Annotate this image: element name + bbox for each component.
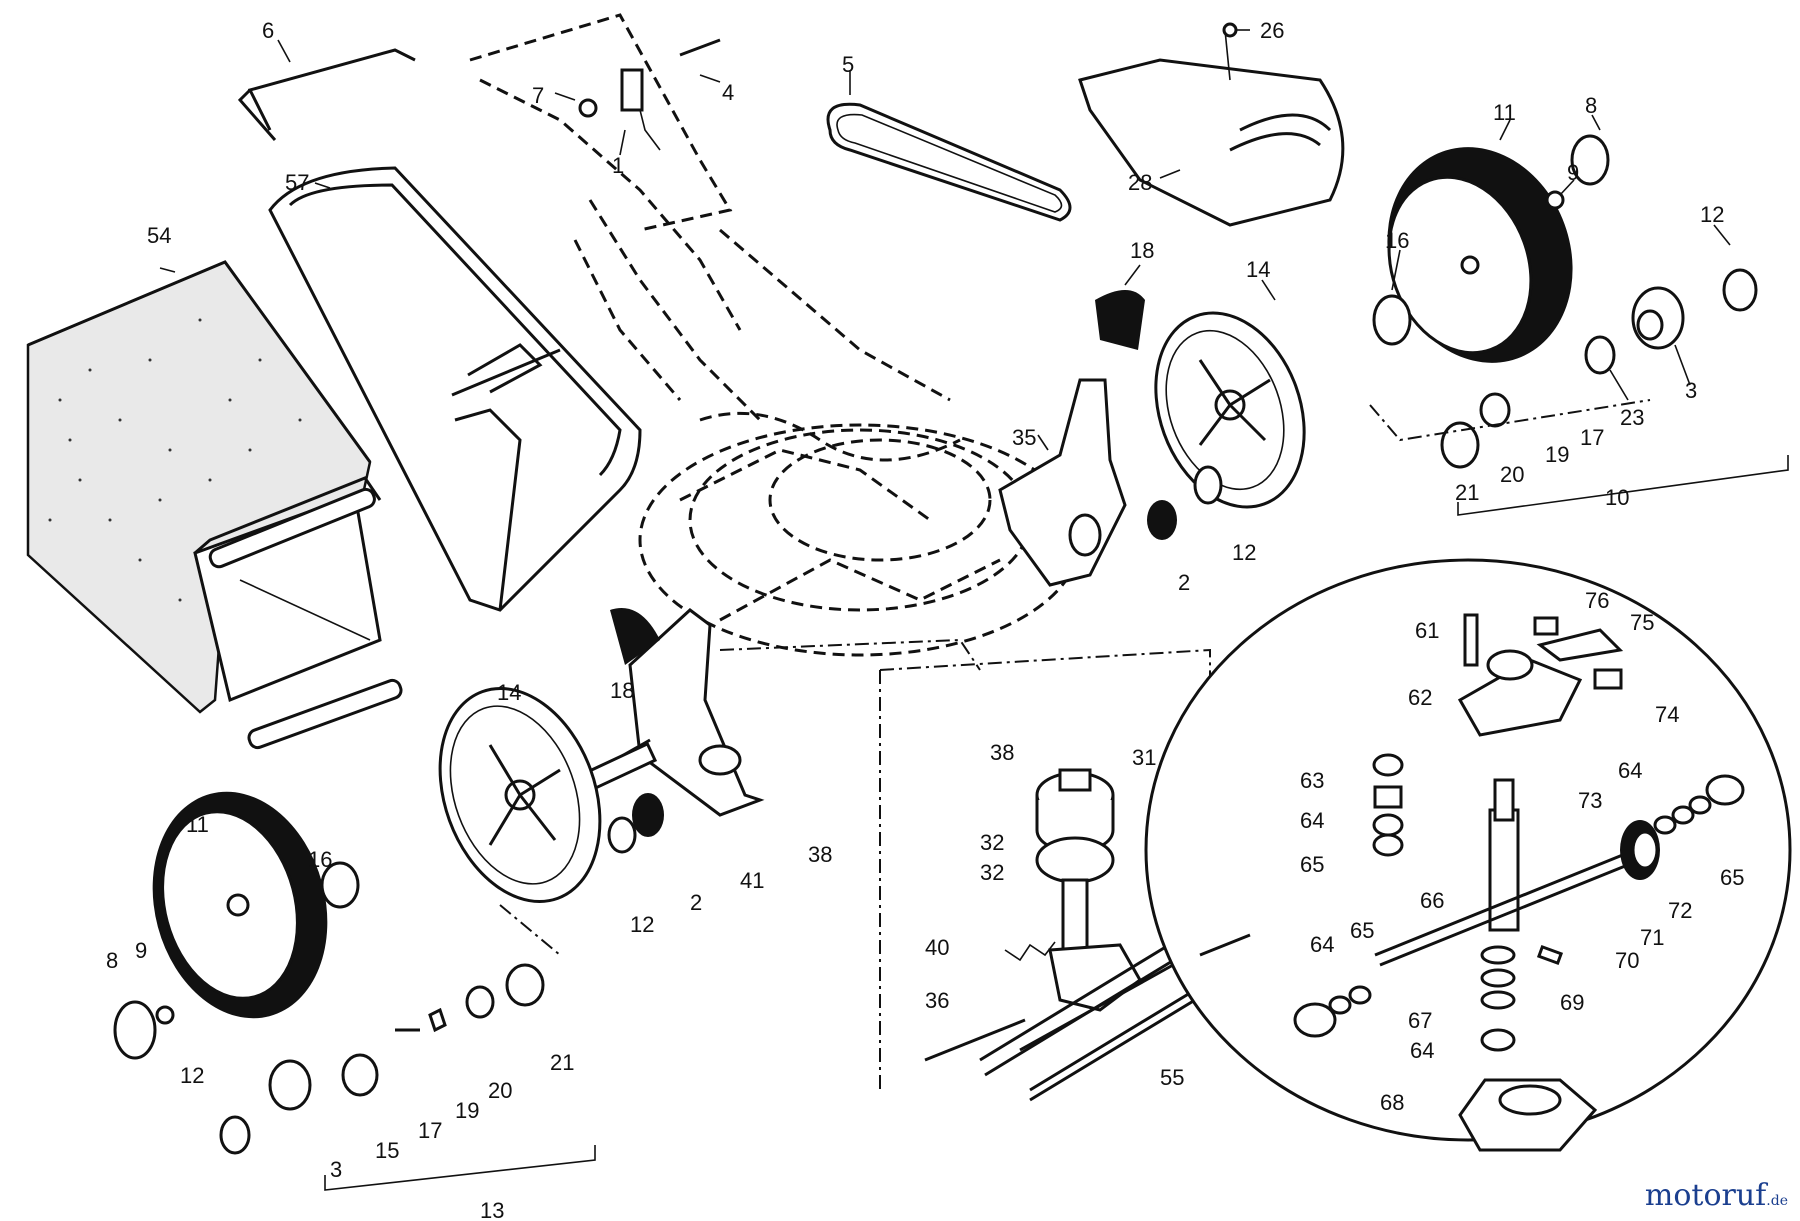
wheel-hub-lower <box>438 686 602 904</box>
callout: 23 <box>1620 405 1644 430</box>
callout: 3 <box>330 1157 342 1182</box>
callout: 28 <box>1128 170 1152 195</box>
drive-belt <box>826 102 1072 222</box>
callout: 41 <box>740 868 764 893</box>
callout: 13 <box>480 1198 504 1221</box>
watermark-logo: motoruf.de <box>1645 1178 1788 1213</box>
callout: 65 <box>1350 918 1374 943</box>
callout: 64 <box>1410 1038 1434 1063</box>
transmission-assembly <box>924 768 1216 1102</box>
callout: 69 <box>1560 990 1584 1015</box>
callout: 8 <box>106 948 118 973</box>
callout: 26 <box>1260 18 1284 43</box>
callout-labels: 54 57 6 7 1 4 5 26 28 18 18 35 14 14 11 … <box>106 18 1744 1221</box>
callout: 18 <box>1130 238 1154 263</box>
callout: 38 <box>990 740 1014 765</box>
callout: 35 <box>1012 425 1036 450</box>
callout: 62 <box>1408 685 1432 710</box>
callout: 17 <box>1580 425 1604 450</box>
callout: 6 <box>262 18 274 43</box>
callout: 2 <box>1178 570 1190 595</box>
callout: 9 <box>1567 160 1579 185</box>
callout: 66 <box>1420 888 1444 913</box>
callout: 3 <box>1685 378 1697 403</box>
callout: 65 <box>1720 865 1744 890</box>
callout: 74 <box>1655 702 1679 727</box>
callout: 70 <box>1615 948 1639 973</box>
callout: 18 <box>610 678 634 703</box>
callout: 73 <box>1578 788 1602 813</box>
callout: 64 <box>1310 932 1334 957</box>
wire-rod <box>237 48 416 141</box>
callout: 21 <box>550 1050 574 1075</box>
callout: 19 <box>1545 442 1569 467</box>
handle-assembly <box>469 13 951 422</box>
tire-lower <box>152 791 328 1019</box>
callout: 19 <box>455 1098 479 1123</box>
callout: 40 <box>925 935 949 960</box>
callout: 15 <box>375 1138 399 1163</box>
callout: 31 <box>1132 745 1156 770</box>
callout: 7 <box>532 83 544 108</box>
callout: 75 <box>1630 610 1654 635</box>
callout: 16 <box>1385 228 1409 253</box>
callout: 11 <box>1493 100 1516 125</box>
small-parts <box>113 134 1758 1155</box>
transmission-detail-inset <box>1144 558 1792 1152</box>
right-height-adjuster <box>998 290 1145 587</box>
callout: 64 <box>1300 808 1324 833</box>
callout: 14 <box>497 680 521 705</box>
tire-upper <box>1387 147 1573 363</box>
callout: 12 <box>630 912 654 937</box>
callout: 4 <box>722 80 734 105</box>
callout: 57 <box>285 170 309 195</box>
callout: 38 <box>808 842 832 867</box>
callout: 12 <box>180 1063 204 1088</box>
watermark-tld: .de <box>1766 1193 1788 1209</box>
callout: 12 <box>1700 202 1724 227</box>
watermark-text: motoruf <box>1644 1178 1767 1213</box>
callout: 32 <box>980 830 1004 855</box>
callout: 65 <box>1300 852 1324 877</box>
callout: 11 <box>186 812 209 837</box>
callout: 17 <box>418 1118 442 1143</box>
callout: 20 <box>1500 462 1524 487</box>
callout: 10 <box>1605 485 1629 510</box>
callout: 36 <box>925 988 949 1013</box>
callout: 63 <box>1300 768 1324 793</box>
callout: 5 <box>842 52 854 77</box>
grass-bag <box>26 260 403 750</box>
bag-frame <box>268 166 642 612</box>
left-height-adjuster <box>572 608 765 817</box>
callout: 54 <box>147 223 171 248</box>
callout: 8 <box>1585 93 1597 118</box>
callout: 67 <box>1408 1008 1432 1033</box>
callout: 14 <box>1246 257 1270 282</box>
belt-cover <box>1078 22 1345 227</box>
callout: 9 <box>135 938 147 963</box>
wheel-hub-upper <box>1154 311 1306 509</box>
callout: 21 <box>1455 480 1479 505</box>
callout: 72 <box>1668 898 1692 923</box>
callout-leaders <box>159 29 1731 451</box>
callout: 68 <box>1380 1090 1404 1115</box>
callout: 76 <box>1585 588 1609 613</box>
callout: 16 <box>308 847 332 872</box>
callout: 61 <box>1415 618 1439 643</box>
callout: 64 <box>1618 758 1642 783</box>
callout: 71 <box>1640 925 1664 950</box>
callout: 12 <box>1232 540 1256 565</box>
callout: 2 <box>690 890 702 915</box>
callout: 20 <box>488 1078 512 1103</box>
callout: 1 <box>612 153 624 178</box>
callout: 32 <box>980 860 1004 885</box>
callout: 55 <box>1160 1065 1184 1090</box>
